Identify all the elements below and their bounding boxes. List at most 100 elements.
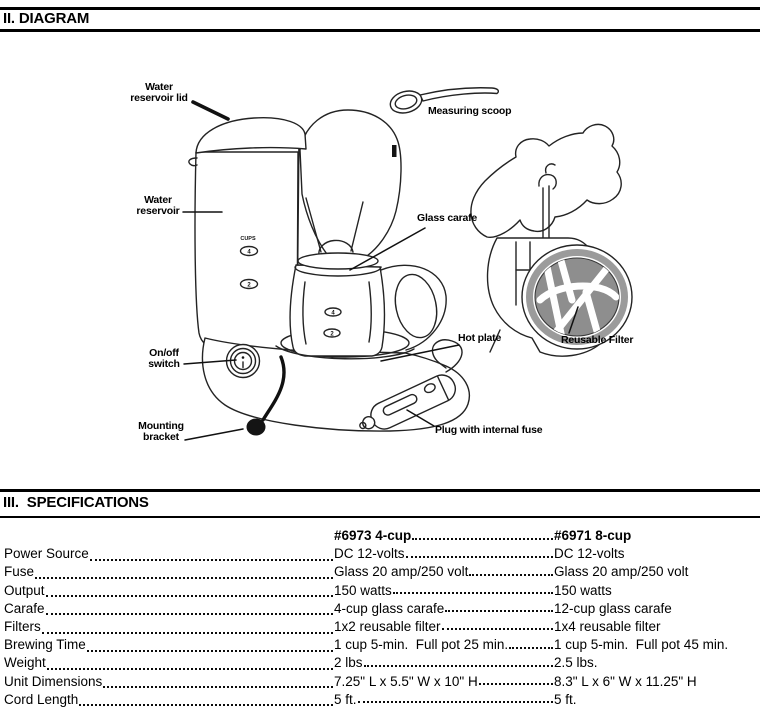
spec-value-4cup: 4-cup glass carafe (334, 600, 445, 616)
spec-value-4cup: 150 watts (334, 582, 392, 598)
spec-label: Filters (4, 618, 41, 634)
section2-title: II. DIAGRAM (3, 10, 90, 27)
spec-label: Fuse (4, 564, 35, 580)
spec-row-output: Output 150 watts 150 watts (4, 583, 758, 601)
dot-leader (35, 577, 333, 580)
brew-funnel (305, 197, 364, 256)
section2-rule-bottom (0, 29, 760, 32)
spec-value-4cup: DC 12-volts (334, 546, 405, 562)
spec-label: Weight (4, 655, 46, 671)
spec-label: Unit Dimensions (4, 673, 103, 689)
dot-leader (392, 592, 553, 595)
dot-leader (405, 555, 553, 558)
glass-carafe-label: Glass carafe (417, 212, 478, 224)
spec-row-weight: Weight 2 lbs 2.5 lbs. (4, 655, 758, 673)
spec-label: Cord Length (4, 691, 79, 707)
spec-value-4cup: 1 cup 5-min. Full pot 25 min. (334, 637, 509, 653)
dot-leader (45, 613, 333, 616)
dot-leader (357, 701, 553, 704)
measuring-scoop-label: Measuring scoop (428, 105, 512, 117)
spec-row-brewing-time: Brewing Time 1 cup 5-min. Full pot 25 mi… (4, 637, 758, 655)
plug-leader (406, 409, 435, 427)
filter-basket-lid-outline (470, 123, 622, 243)
glass-carafe-outline: 4 2 (275, 252, 447, 360)
cups-marking: CUPS (240, 236, 256, 242)
brew-head-outline (299, 109, 402, 259)
section3-title: III. SPECIFICATIONS (3, 494, 149, 511)
spec-row-power-source: Power Source DC 12-volts DC 12-volts (4, 546, 758, 564)
water-reservoir-lid-leader (191, 100, 230, 121)
spec-value-8cup: 1 cup 5-min. Full pot 45 min. (554, 637, 729, 653)
reusable-filter-drawing (521, 244, 633, 350)
hot-plate-leader (380, 344, 460, 362)
section3-rule-top (0, 489, 760, 492)
plug-with-internal-fuse-label: Plug with internal fuse (435, 424, 543, 436)
spec-value-8cup: 8.3" L x 6" W x 11.25" H (554, 673, 697, 689)
on-off-switch-drawing (225, 343, 261, 379)
dot-leader (363, 664, 553, 667)
spec-value-8cup: 12-cup glass carafe (554, 600, 672, 616)
spec-value-8cup: 1x4 reusable filter (554, 618, 661, 634)
dot-leader (86, 649, 333, 652)
dot-leader (509, 646, 553, 649)
spec-row-cord-length: Cord Length 5 ft. 5 ft. (4, 692, 758, 710)
reservoir-cup2-marking: 2 (247, 283, 251, 289)
dot-leader (469, 573, 553, 576)
dot-leader (441, 628, 553, 631)
spec-value-8cup: 2.5 lbs. (554, 655, 598, 671)
reusable-filter-leader (568, 306, 579, 334)
spec-value-8cup: 5 ft. (554, 691, 577, 707)
dot-leader (79, 704, 333, 707)
glass-carafe-leader (349, 227, 426, 271)
mounting-bracket-leader (184, 428, 244, 441)
water-reservoir-lid-outline (195, 117, 307, 154)
brand-mark (392, 145, 397, 157)
water-reservoir-outline (188, 134, 300, 355)
spec-value-4cup: Glass 20 amp/250 volt (334, 564, 469, 580)
dot-leader (41, 631, 333, 634)
spec-row-filters: Filters 1x2 reusable filter 1x4 reusable… (4, 619, 758, 637)
spec-label: Brewing Time (4, 637, 86, 653)
spec-header-col2: #6971 8-cup (554, 528, 632, 543)
plug-drawing (359, 339, 463, 430)
on-off-switch-label: On/off switch (148, 347, 180, 370)
carafe-cup4-marking: 4 (331, 311, 335, 317)
spec-value-8cup: 150 watts (554, 582, 612, 598)
dot-leader (445, 610, 553, 613)
section2-rule-top (0, 7, 760, 10)
spec-value-4cup: 5 ft. (334, 691, 357, 707)
spec-header-col1: #6973 4-cup (334, 528, 412, 543)
dot-leader (89, 558, 333, 561)
spec-value-4cup: 1x2 reusable filter (334, 618, 441, 634)
carafe-cup2-marking: 2 (330, 332, 334, 338)
spec-label: Carafe (4, 600, 45, 616)
spec-value-4cup: 7.25" L x 5.5" W x 10" H (334, 673, 478, 689)
dot-leader (46, 668, 333, 670)
hot-plate-label: Hot plate (458, 332, 502, 344)
water-reservoir-label: Water reservoir (136, 194, 180, 217)
reservoir-cup4-marking: 4 (247, 250, 251, 256)
spec-value-8cup: Glass 20 amp/250 volt (554, 564, 689, 580)
specifications-table: #6973 4-cup #6971 8-cup Power Source DC … (4, 528, 758, 710)
spec-header-row: #6973 4-cup #6971 8-cup (4, 528, 758, 546)
section3-rule-bottom (0, 516, 760, 518)
dot-leader (103, 686, 333, 689)
water-reservoir-lid-label: Water reservoir lid (130, 81, 188, 104)
measuring-scoop-drawing (389, 87, 500, 114)
spec-row-unit-dimensions: Unit Dimensions 7.25" L x 5.5" W x 10" H… (4, 674, 758, 692)
spec-row-fuse: Fuse Glass 20 amp/250 volt Glass 20 amp/… (4, 564, 758, 582)
spec-label: Output (4, 582, 45, 598)
mounting-bracket-label: Mounting bracket (138, 420, 184, 443)
on-off-switch-leader (183, 359, 237, 365)
dot-leader (45, 595, 333, 598)
reusable-filter-label: Reusable Filter (561, 334, 634, 346)
coffee-maker-diagram: 4 2 CUPS 4 2 (182, 87, 633, 441)
dot-leader (412, 537, 553, 540)
dot-leader (478, 683, 553, 685)
spec-label: Power Source (4, 546, 89, 562)
reservoir-cup-markings: CUPS 4 2 (239, 236, 259, 290)
spec-value-4cup: 2 lbs (334, 655, 363, 671)
spec-row-carafe: Carafe 4-cup glass carafe 12-cup glass c… (4, 601, 758, 619)
mounting-bracket-drawing (246, 355, 286, 436)
spec-value-8cup: DC 12-volts (554, 546, 625, 562)
